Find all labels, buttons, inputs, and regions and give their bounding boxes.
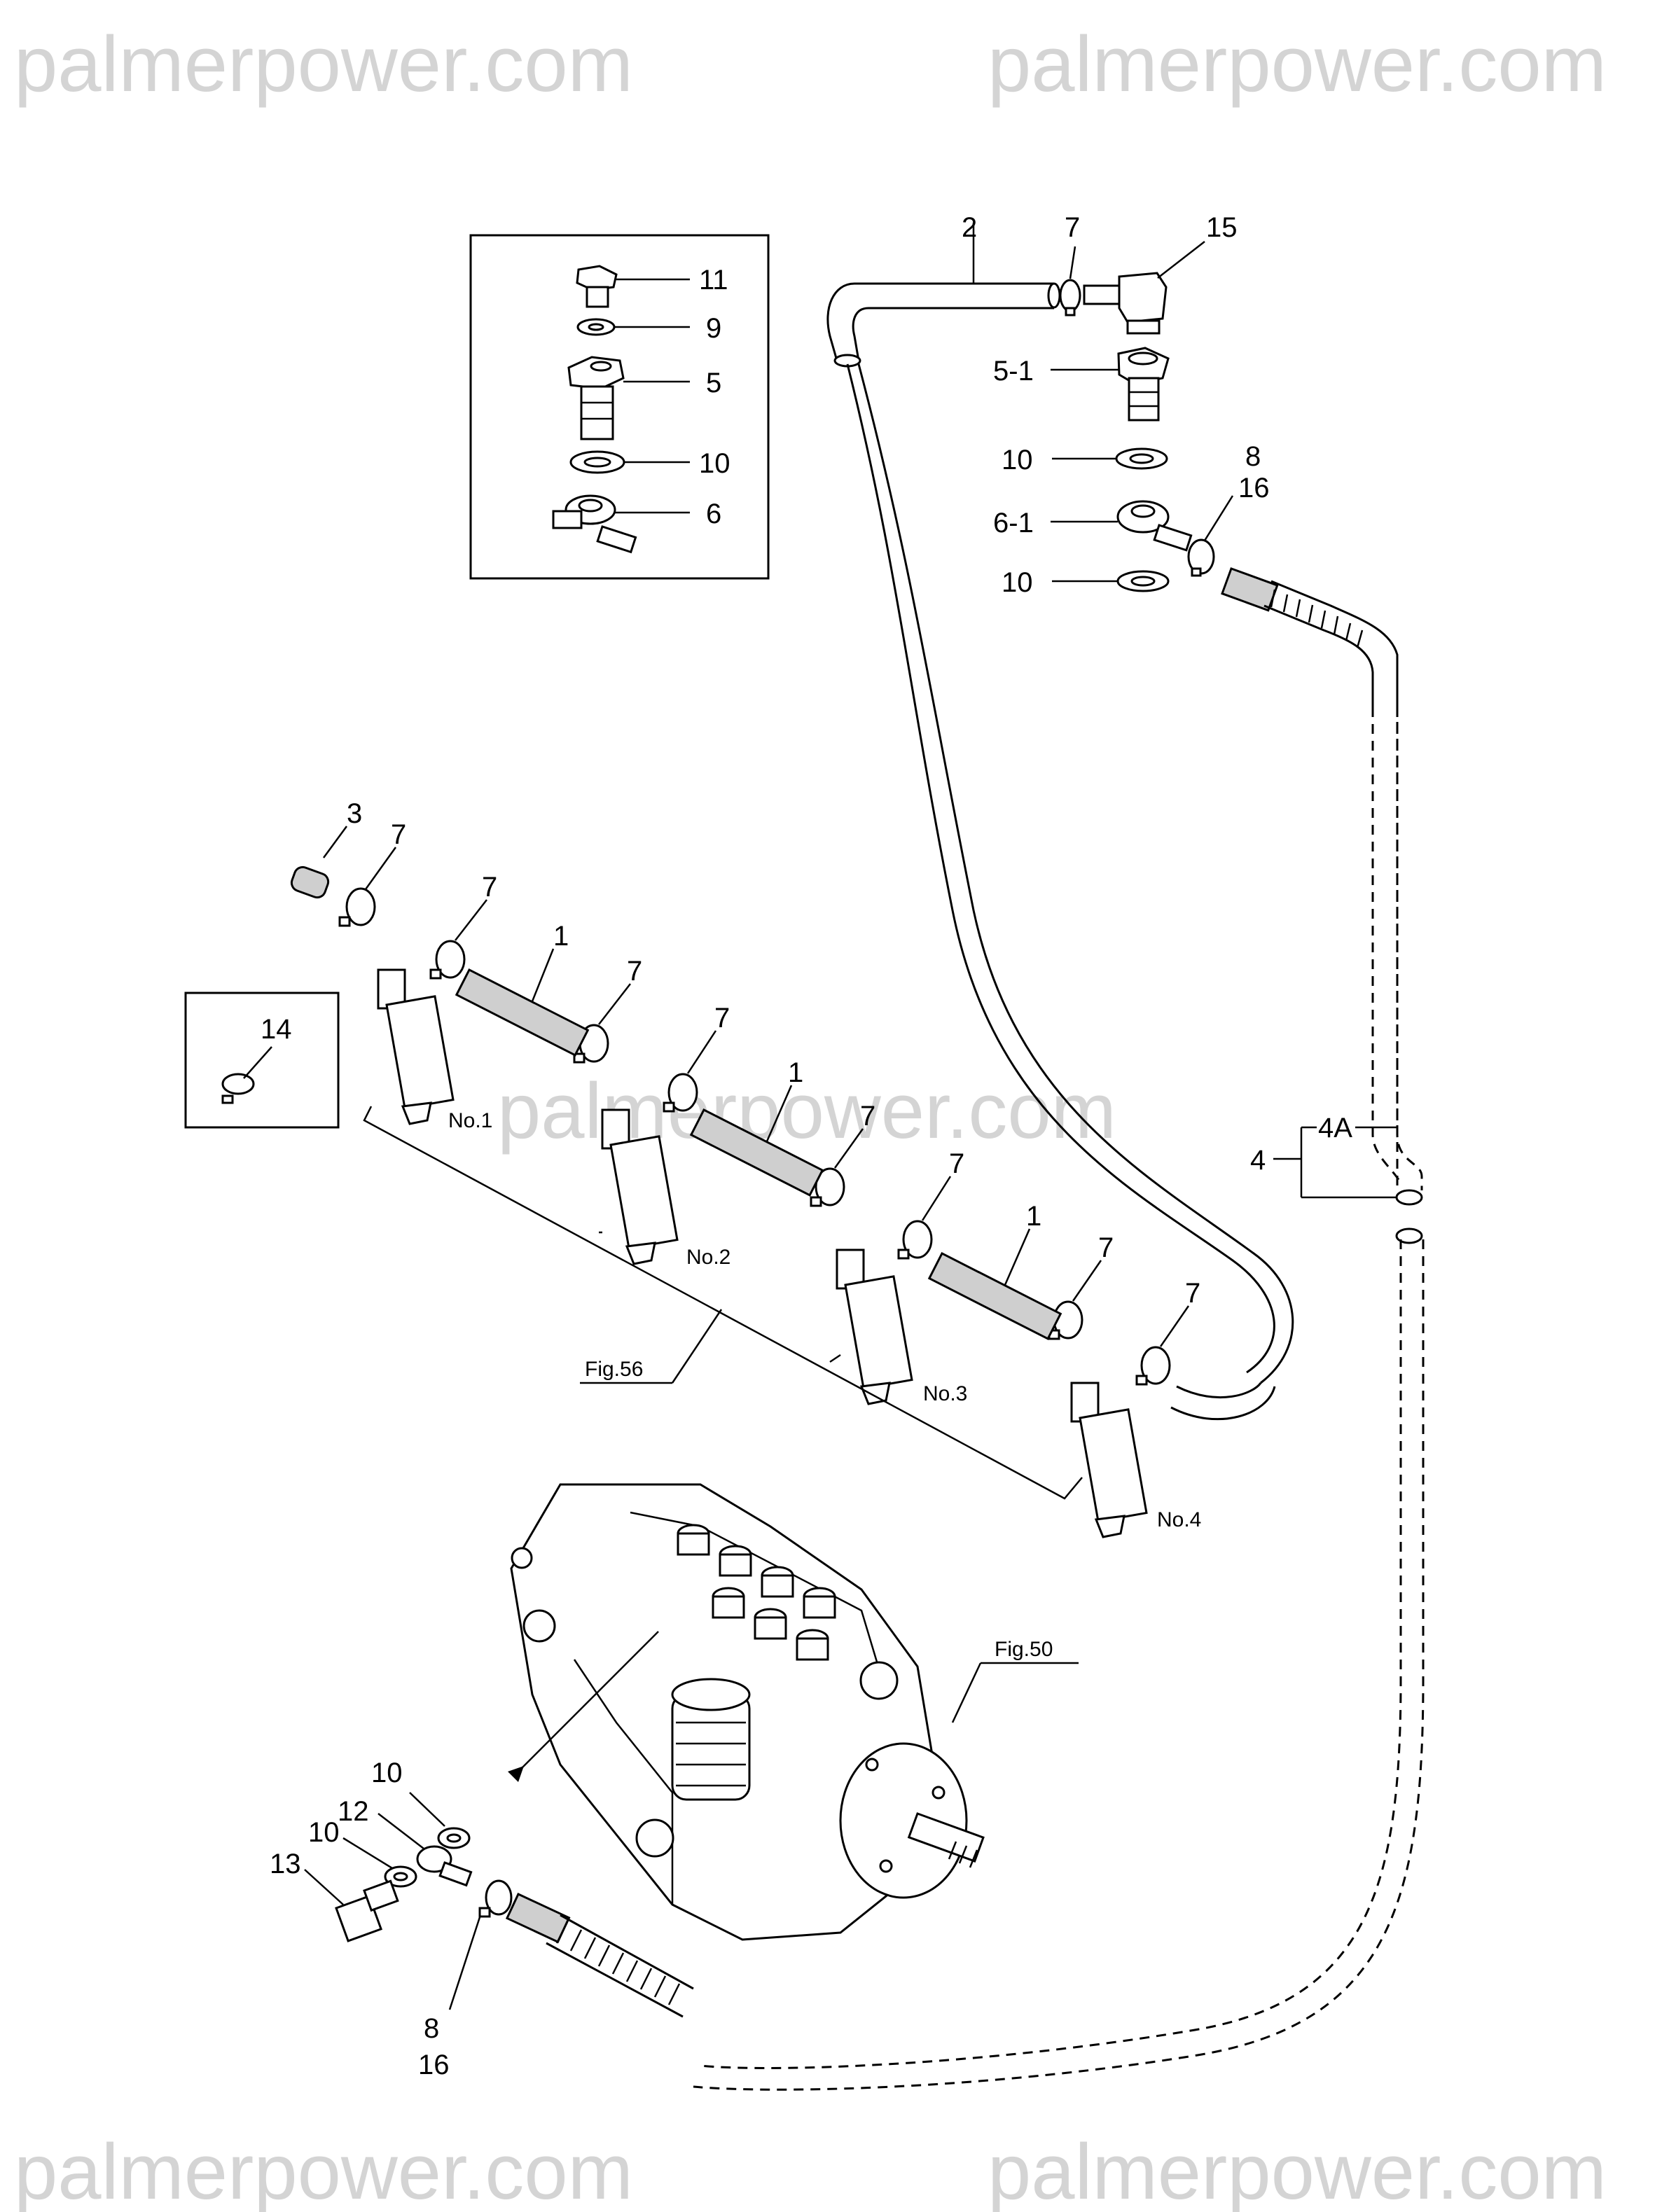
return-line-2	[846, 363, 1275, 1374]
callout-7-h: 7	[1185, 1278, 1200, 1309]
callout-4: 4	[1250, 1145, 1266, 1176]
callout-5-inset: 5	[706, 368, 721, 398]
leak-off-pipe-1-b	[689, 1108, 824, 1197]
callout-7-b: 7	[482, 872, 497, 903]
callout-2: 2	[962, 212, 977, 243]
callout-7-f: 7	[949, 1148, 964, 1179]
callout-15: 15	[1206, 212, 1238, 243]
inset-box-14: 14	[184, 992, 340, 1129]
elbow-fitting-15	[1083, 272, 1168, 335]
callout-10-inset: 10	[699, 448, 730, 479]
watermark-top-left: palmerpower.com	[14, 20, 633, 108]
clamp-8-bottom	[478, 1879, 513, 1918]
clip-14	[221, 1073, 255, 1095]
callout-14: 14	[261, 1014, 292, 1045]
callout-6-inset: 6	[706, 499, 721, 529]
label-no2: No.2	[686, 1246, 730, 1269]
injector-no1	[377, 968, 455, 1125]
callout-4a: 4A	[1318, 1113, 1352, 1143]
cap-3	[290, 865, 330, 899]
callout-6-1: 6-1	[993, 508, 1034, 538]
banjo-bolt-13	[335, 1879, 399, 1942]
callout-10-d: 10	[308, 1817, 340, 1848]
injector-no3	[836, 1248, 913, 1405]
bolt-11	[576, 265, 618, 308]
callout-1-b: 1	[788, 1057, 803, 1088]
watermark-bottom-left: palmerpower.com	[14, 2128, 633, 2212]
inset-box: 11 9 5 10 6	[469, 234, 770, 580]
label-no1: No.1	[448, 1109, 492, 1132]
watermark-bottom-right: palmerpower.com	[988, 2128, 1607, 2212]
callout-12: 12	[338, 1796, 369, 1827]
callout-8-top: 8	[1245, 441, 1261, 472]
callout-bracket-4	[1273, 1126, 1404, 1199]
banjo-bolt-5	[567, 356, 625, 440]
hose-4-upper	[1221, 567, 1423, 1190]
watermark-center: palmerpower.com	[497, 1067, 1116, 1155]
callout-1-c: 1	[1026, 1201, 1041, 1232]
clamp-7-f	[897, 1220, 933, 1260]
clamp-7-h	[1135, 1346, 1171, 1386]
callout-8-bottom: 8	[424, 2013, 439, 2044]
eye-joint-6-1	[1116, 500, 1193, 552]
fig56-bracket	[363, 1106, 1083, 1500]
eye-joint-12	[416, 1845, 473, 1887]
callout-16-bottom: 16	[418, 2050, 450, 2080]
injector-no2	[601, 1108, 679, 1265]
injection-pump	[508, 1483, 985, 1941]
callout-7-a: 7	[391, 819, 406, 850]
label-no4: No.4	[1157, 1508, 1201, 1531]
callout-5-1: 5-1	[993, 356, 1034, 387]
callout-7-g: 7	[1098, 1232, 1114, 1263]
callout-1-a: 1	[553, 921, 569, 952]
callout-13: 13	[270, 1849, 301, 1879]
callout-10-c: 10	[371, 1758, 403, 1788]
leak-off-pipe-1-c	[927, 1251, 1062, 1340]
callout-10-a: 10	[1002, 445, 1033, 475]
label-no3: No.3	[923, 1382, 967, 1405]
callout-9-inset: 9	[706, 313, 721, 344]
injector-no4	[1070, 1382, 1148, 1538]
label-fig50: Fig.50	[995, 1638, 1053, 1661]
watermark-top-right: palmerpower.com	[988, 20, 1607, 108]
banjo-bolt-5-1	[1117, 347, 1170, 422]
clamp-7-a	[338, 887, 376, 927]
clamp-7-e	[810, 1167, 845, 1207]
callout-7-d: 7	[714, 1003, 730, 1034]
clamp-7-top	[1059, 279, 1081, 312]
callout-7-e: 7	[860, 1101, 875, 1132]
eye-joint-6	[552, 494, 637, 554]
clamp-7-d	[663, 1073, 698, 1113]
callout-16-top: 16	[1238, 473, 1270, 503]
callout-10-b: 10	[1002, 567, 1033, 598]
callout-7-c: 7	[627, 956, 642, 987]
callout-3: 3	[347, 798, 362, 829]
hose-4-lower	[505, 1239, 1425, 2091]
leak-off-pipe-1-a	[455, 968, 590, 1057]
callout-7-top: 7	[1065, 212, 1080, 243]
label-fig56: Fig.56	[585, 1358, 643, 1381]
clamp-7-b	[429, 940, 466, 980]
hose-2	[826, 282, 1061, 368]
callout-11: 11	[699, 265, 728, 295]
